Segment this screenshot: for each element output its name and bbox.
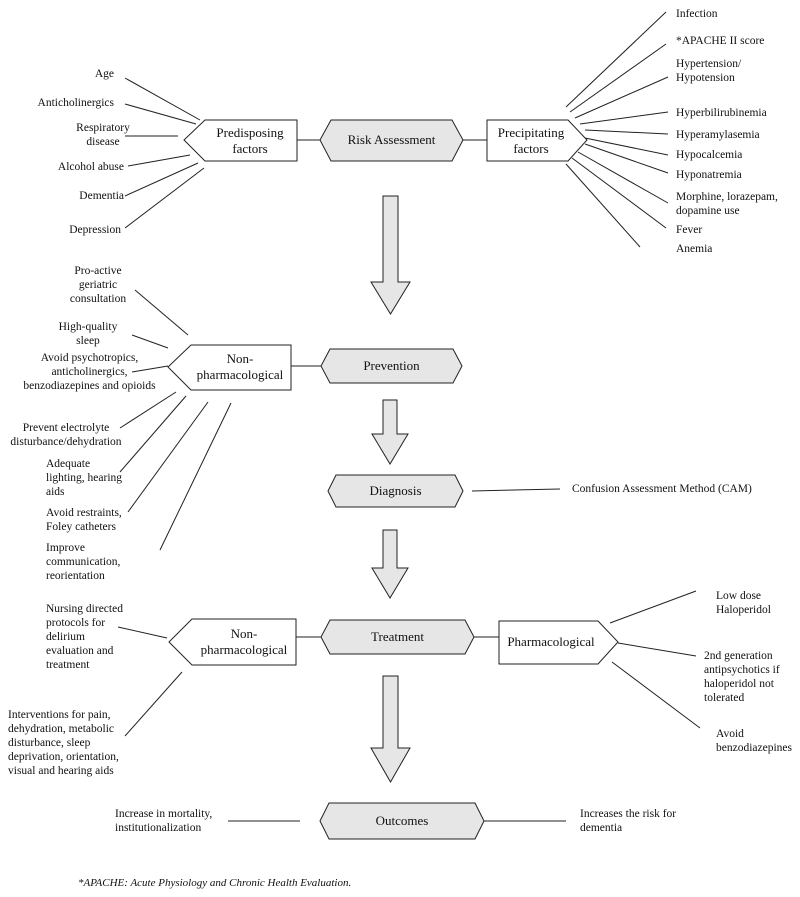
flow-arrows: [370, 195, 411, 784]
arrow-down-icon: [371, 529, 409, 599]
treatment-nonpharm-item: Nursing directed protocols for delirium …: [46, 603, 123, 671]
pharmacological-label: Pharmacological: [507, 634, 595, 649]
precipitating-connectors: [565, 11, 669, 248]
precipitating-label: Precipitating factors: [497, 125, 565, 156]
nodes: [167, 119, 619, 840]
node-connectors: [228, 139, 566, 822]
footnote: *APACHE: Acute Physiology and Chronic He…: [78, 877, 352, 889]
treatment-label: Treatment: [371, 629, 424, 644]
outcomes-node: [319, 802, 485, 840]
predisposing-factor: Age: [94, 68, 114, 80]
pharmacological-node: [498, 620, 619, 665]
diagnosis-item: Confusion Assessment Method (CAM): [572, 483, 752, 495]
pharm-item: Avoid benzodiazepines: [716, 728, 792, 754]
outcomes-left: Increase in mortality, institutionalizat…: [115, 808, 213, 834]
treatment-node: [320, 619, 475, 655]
precipitating-factor: Hyponatremia: [676, 169, 742, 181]
treatment-nonpharm-item: Interventions for pain, dehydration, met…: [8, 709, 119, 777]
prevention-nonpharm-node: [167, 344, 292, 391]
arrow-down-icon: [370, 675, 411, 784]
prevention-item: Improve communication, reorientation: [46, 542, 121, 582]
predisposing-factor: Respiratory disease: [76, 122, 130, 148]
pharm-item: Low dose Haloperidol: [716, 590, 771, 616]
outcomes-right: Increases the risk for dementia: [580, 808, 677, 834]
treatment-connectors: [117, 590, 701, 737]
prevention-item: Pro-active geriatric consultation: [69, 265, 127, 305]
precipitating-factor: Fever: [676, 224, 703, 236]
predisposing-factor: Depression: [69, 224, 121, 236]
predisposing-factor: Alcohol abuse: [57, 161, 124, 173]
prevention-item: Avoid restraints, Foley catheters: [46, 507, 122, 533]
precipitating-factor: Morphine, lorazepam, dopamine use: [676, 191, 778, 217]
prevention-node: [320, 348, 463, 384]
predisposing-factor: Anticholinergics: [37, 97, 114, 109]
treatment-nonpharm-label: Non-pharmacological: [200, 626, 288, 657]
prevention-item: Avoid psychotropics, anticholinergics, b…: [23, 352, 156, 392]
predisposing-node: [183, 119, 298, 162]
diagnosis-node: [327, 474, 464, 508]
prevention-connectors: [119, 289, 232, 551]
predisposing-connectors: [124, 77, 205, 229]
arrow-down-icon: [371, 399, 409, 465]
pharm-item: 2nd generation antipsychotics if haloper…: [704, 650, 780, 704]
precipitating-factor: Infection: [676, 8, 718, 20]
outcomes-label: Outcomes: [375, 813, 429, 828]
risk-assessment-label: Risk Assessment: [347, 132, 436, 147]
predisposing-label: Predisposing factors: [216, 125, 284, 156]
risk-assessment-node: [319, 119, 464, 162]
precipitating-factor: *APACHE II score: [676, 35, 765, 47]
precipitating-factor: Hyperamylasemia: [676, 129, 760, 141]
prevention-label: Prevention: [363, 358, 420, 373]
prevention-nonpharm-label: Non-pharmacological: [196, 351, 284, 382]
prevention-item: Prevent electrolyte disturbance/dehydrat…: [10, 422, 122, 448]
treatment-nonpharm-node: [168, 618, 297, 666]
precipitating-factor: Anemia: [676, 243, 713, 255]
prevention-item: Adequate lighting, hearing aids: [46, 458, 123, 498]
precipitating-node: [486, 119, 588, 162]
predisposing-factor: Dementia: [79, 190, 124, 202]
precipitating-factor: Hypocalcemia: [676, 149, 743, 161]
prevention-item: High-quality sleep: [58, 321, 118, 347]
precipitating-factor: Hypertension/ Hypotension: [676, 58, 742, 84]
diagnosis-label: Diagnosis: [369, 483, 422, 498]
arrow-down-icon: [370, 195, 411, 315]
precipitating-factor: Hyperbilirubinemia: [676, 107, 767, 119]
